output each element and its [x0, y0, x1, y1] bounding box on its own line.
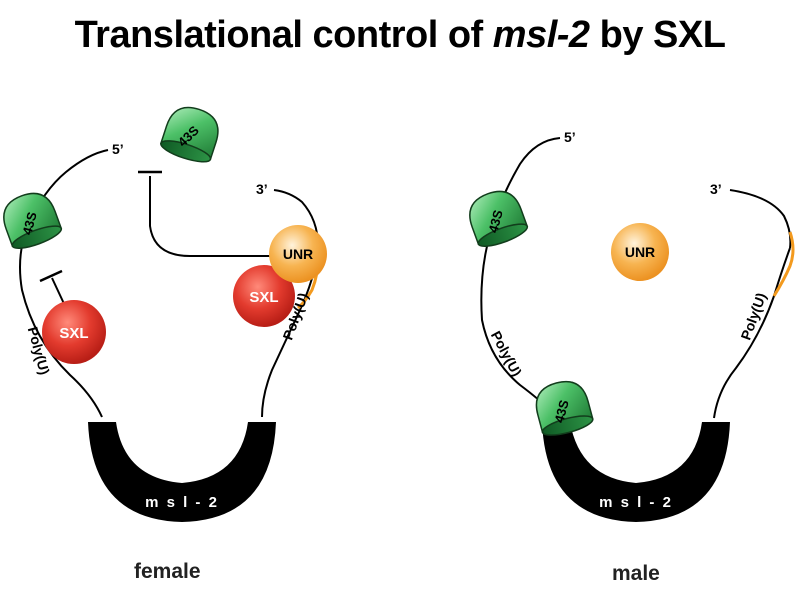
page-title: Translational control of msl-2 by SXL [0, 14, 800, 57]
male-msl2-label: m s l - 2 [599, 494, 673, 511]
female-43s-ribosome-blocked: 43S [158, 100, 225, 167]
male-43s-ribosome-lower: 43S [530, 375, 596, 440]
female-label: female [134, 560, 201, 583]
female-msl2-label: m s l - 2 [145, 494, 219, 511]
male-label: male [612, 562, 660, 585]
female-unr-label: UNR [283, 246, 313, 262]
female-sxl-left [42, 300, 106, 364]
title-suffix: by SXL [589, 14, 726, 56]
female-mrna-5utr-line [19, 149, 109, 418]
title-gene: msl-2 [492, 14, 590, 56]
male-3prime-label: 3’ [710, 181, 722, 197]
female-43s-label-left: 43S [19, 210, 40, 237]
female-panel: m s l - 2 43S 43S SXL SXL UNR 5’ 3’ Poly… [0, 100, 327, 522]
male-43s-label-lower: 43S [551, 398, 572, 425]
female-43s-ribosome-left: 43S [0, 186, 65, 254]
male-polyu-right: Poly(U) [737, 291, 769, 343]
male-5prime-label: 5’ [564, 129, 576, 145]
male-unr [611, 223, 669, 281]
male-panel: m s l - 2 43S 43S UNR 5’ 3’ Poly(U) Poly… [462, 129, 795, 522]
female-unr-inhibition-line [149, 176, 270, 257]
female-3prime-label: 3’ [256, 181, 268, 197]
female-msl2-orf [88, 422, 276, 522]
male-orange-segment [772, 231, 795, 297]
female-mrna-3utr-line [261, 189, 320, 418]
male-unr-label: UNR [625, 244, 655, 260]
female-unr [269, 225, 327, 283]
male-mrna-3end [729, 189, 792, 249]
title-prefix: Translational control of [74, 14, 493, 56]
female-sxl-right-label: SXL [249, 289, 278, 306]
male-43s-label-upper: 43S [485, 208, 506, 235]
female-sxl-right [233, 265, 295, 327]
male-msl2-orf [542, 422, 730, 522]
female-5prime-label: 5’ [112, 141, 124, 157]
male-mrna-3utr-line [713, 247, 791, 419]
female-sxl-inhibition-bar [39, 269, 63, 283]
female-sxl-left-label: SXL [59, 325, 88, 342]
male-43s-ribosome-upper: 43S [462, 184, 531, 252]
male-mrna-5utr-line [480, 137, 561, 413]
